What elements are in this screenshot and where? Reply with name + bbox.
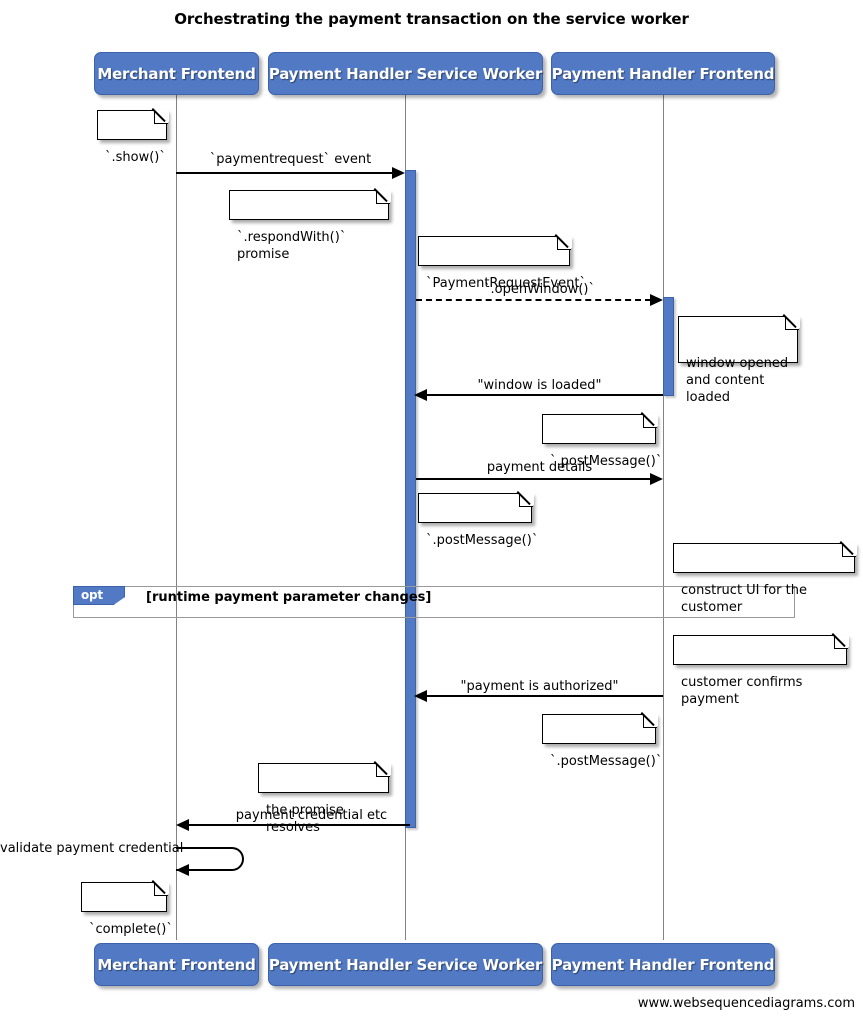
message-line-payment-is-authorized: [427, 695, 663, 697]
note-the-promise-resolves: the promise resolves: [258, 761, 391, 835]
note-fold-corner-icon: [153, 880, 169, 896]
note-postmessage-payment-authorized: `.postMessage()`: [542, 712, 662, 769]
note-respondwith-promise: `.respondWith()` promise: [229, 188, 391, 262]
participant-label: Payment Handler Frontend: [551, 955, 775, 974]
participant-payment-handler-service-worker-top[interactable]: Payment Handler Service Worker: [268, 52, 543, 95]
note-fold-corner-icon: [642, 712, 658, 728]
self-call-loop-validate-payment-credential: [176, 847, 244, 871]
note-text: `.respondWith()` promise: [237, 230, 347, 262]
note-fold-corner-icon: [833, 633, 849, 649]
note-text: `complete()`: [89, 922, 173, 937]
note-construct-ui-for-the-customer: construct UI for the customer: [673, 541, 857, 615]
note-postmessage-payment-details: `.postMessage()`: [418, 491, 538, 548]
activation-bar-service-worker: [405, 170, 416, 828]
opt-fragment-kind-label: opt: [81, 588, 103, 602]
note-fold-corner-icon: [556, 234, 572, 250]
arrow-head-payment-is-authorized: [414, 690, 427, 702]
message-line-payment-details: [416, 478, 650, 480]
note-window-opened-and-content-loaded: window opened and content loaded: [678, 314, 800, 405]
lifeline-payment-handler-frontend: [663, 95, 664, 940]
arrow-head-payment-details: [650, 473, 663, 485]
participant-label: Payment Handler Service Worker: [268, 64, 543, 83]
participant-merchant-frontend-top[interactable]: Merchant Frontend: [94, 52, 259, 95]
note-text: window opened and content loaded: [686, 356, 789, 405]
message-line-payment-credential-etc: [189, 824, 410, 826]
message-line-openwindow: [416, 299, 651, 301]
participant-label: Merchant Frontend: [97, 64, 256, 83]
note-text: `.postMessage()`: [550, 454, 663, 469]
activation-bar-payment-handler-frontend: [663, 297, 674, 396]
note-text: `.postMessage()`: [550, 754, 663, 769]
participant-label: Payment Handler Service Worker: [268, 955, 543, 974]
note-text: `PaymentRequestEvent`: [426, 276, 586, 291]
footer-watermark[interactable]: www.websequencediagrams.com: [637, 996, 855, 1011]
participant-payment-handler-service-worker-bottom[interactable]: Payment Handler Service Worker: [268, 943, 543, 986]
arrow-head-paymentrequest-event: [392, 167, 405, 179]
participant-label: Merchant Frontend: [97, 955, 256, 974]
message-label-validate-payment-credential: validate payment credential: [0, 841, 184, 856]
participant-merchant-frontend-bottom[interactable]: Merchant Frontend: [94, 943, 259, 986]
message-line-paymentrequest-event: [176, 172, 394, 174]
diagram-title: Orchestrating the payment transaction on…: [174, 10, 689, 28]
note-text: `.show()`: [105, 150, 166, 165]
arrow-head-validate-payment-credential: [176, 864, 189, 876]
arrow-head-payment-credential-etc: [176, 819, 189, 831]
message-line-window-is-loaded: [427, 394, 663, 396]
message-label-openwindow: `.openWindow()`: [416, 282, 663, 297]
note-fold-corner-icon: [375, 761, 391, 777]
note-fold-corner-icon: [784, 314, 800, 330]
message-label-payment-details: payment details: [486, 460, 593, 475]
participant-payment-handler-frontend-bottom[interactable]: Payment Handler Frontend: [551, 943, 775, 986]
message-label-payment-is-authorized: "payment is authorized": [460, 679, 619, 694]
note-text: the promise resolves: [266, 803, 344, 835]
participant-label: Payment Handler Frontend: [551, 64, 775, 83]
message-label-payment-credential-etc: payment credential etc: [235, 808, 388, 823]
note-paymentrequestevent: `PaymentRequestEvent`: [418, 234, 586, 291]
lifeline-merchant-frontend: [176, 95, 177, 940]
note-text: construct UI for the customer: [681, 583, 807, 615]
note-show: `.show()`: [97, 108, 169, 165]
note-text: `.postMessage()`: [426, 533, 539, 548]
note-fold-corner-icon: [841, 541, 857, 557]
note-complete: `complete()`: [81, 880, 173, 937]
opt-fragment-condition: [runtime payment parameter changes]: [146, 590, 432, 605]
participant-payment-handler-frontend-top[interactable]: Payment Handler Frontend: [551, 52, 775, 95]
note-fold-corner-icon: [642, 412, 658, 428]
note-fold-corner-icon: [153, 108, 169, 124]
opt-fragment-tab: opt: [73, 586, 125, 605]
arrow-head-window-is-loaded: [414, 389, 427, 401]
note-customer-confirms-payment: customer confirms payment: [673, 633, 849, 707]
message-label-paymentrequest-event: `paymentrequest` event: [209, 152, 372, 167]
note-fold-corner-icon: [518, 491, 534, 507]
note-fold-corner-icon: [375, 188, 391, 204]
note-postmessage-service-worker-reply: `.postMessage()`: [542, 412, 662, 469]
message-label-window-is-loaded: "window is loaded": [477, 378, 602, 393]
note-text: customer confirms payment: [681, 675, 803, 707]
arrow-head-openwindow: [650, 294, 663, 306]
